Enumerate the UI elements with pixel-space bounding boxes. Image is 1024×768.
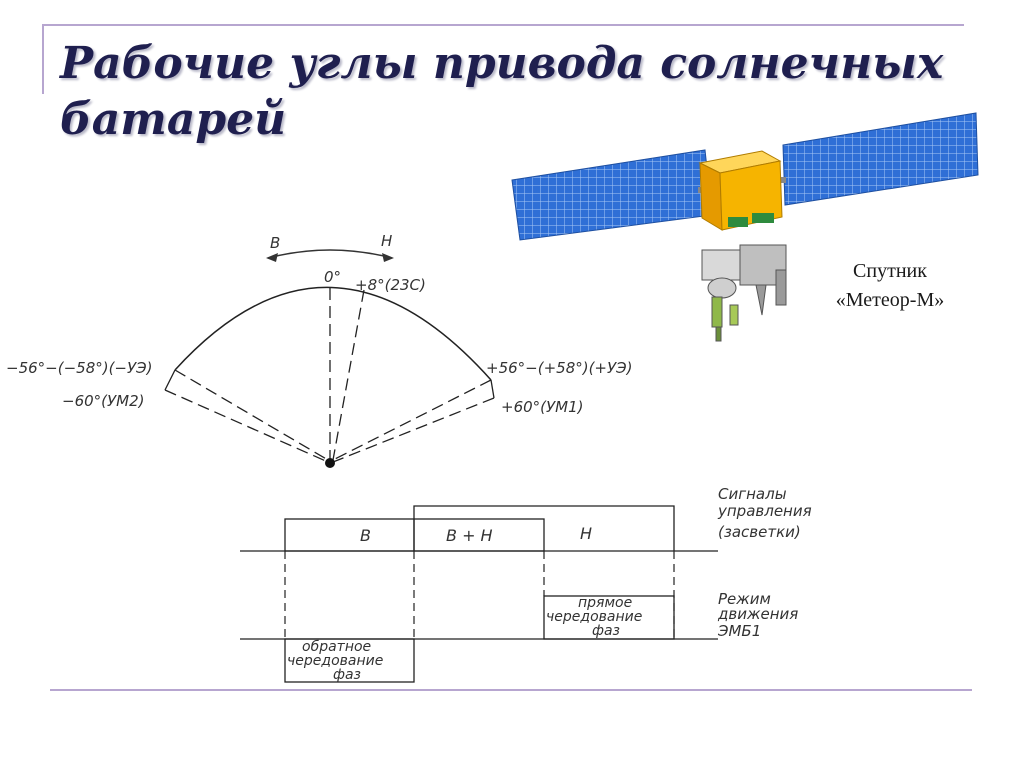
pulse-vn [413, 518, 545, 552]
direct-phase-line1: прямое [578, 595, 632, 611]
satellite-body-side [719, 160, 783, 231]
label-plus60: +60°(УМ1) [501, 398, 584, 416]
mode-label-line3: ЭМБ1 [717, 622, 761, 640]
label-minus60: −60°(УМ2) [62, 392, 145, 410]
label-minus56: −56°−(−58°)(−УЭ) [6, 359, 152, 377]
reverse-phase-line3: фаз [333, 667, 361, 683]
rotation-arrow [267, 249, 393, 259]
pivot-point [325, 458, 335, 468]
line-plus60 [332, 397, 495, 463]
line-plus8 [332, 289, 365, 461]
reverse-phase-line2: чередование [287, 653, 383, 669]
line-minus60 [164, 389, 329, 463]
satellite-caption: Спутник «Метеор-М» [808, 257, 972, 315]
pulse-n [413, 505, 675, 551]
label-dir-right: Н [381, 232, 392, 250]
satellite-illustration [511, 112, 979, 342]
satellite-body-front [699, 162, 723, 231]
title-rule-top [42, 24, 964, 26]
mode-label-line1: Режим [718, 590, 771, 608]
instrument-module [701, 244, 787, 342]
reverse-phase-box [284, 638, 415, 683]
title-rule-left [42, 24, 44, 94]
label-plus8: +8°(23С) [355, 276, 426, 294]
sector-arc [174, 286, 492, 381]
right-solar-panel [782, 112, 979, 206]
angle-diagram: В Н 0° +8°(23С) −56°−(−58°)(−УЭ) −60°(УМ… [6, 232, 632, 468]
label-plus56: +56°−(+58°)(+УЭ) [486, 359, 632, 377]
bottom-rule [50, 689, 972, 691]
label-zero: 0° [324, 268, 341, 286]
line-minus56 [174, 369, 329, 461]
signals-label-line3: (засветки) [718, 523, 801, 541]
mode-label-line2: движения [717, 605, 798, 623]
satellite-caption-line2: «Метеор-М» [835, 289, 945, 311]
satellite-caption-line1: Спутник [853, 260, 927, 282]
signals-label-line2: управления [717, 502, 812, 520]
direct-phase-line2: чередование [546, 609, 642, 625]
reverse-phase-line1: обратное [302, 639, 371, 655]
label-pulse-n: Н [580, 524, 592, 543]
label-dir-left: В [270, 234, 280, 252]
timing-diagram: В В + Н Н прямое чередование фаз обратно… [240, 485, 812, 683]
label-pulse-vn: В + Н [446, 526, 493, 545]
direct-phase-line3: фаз [592, 623, 620, 639]
pulse-v [284, 518, 415, 552]
line-plus56 [332, 379, 492, 461]
label-pulse-v: В [360, 526, 371, 545]
slide-title: Рабочие углы привода солнечных батарей [60, 38, 944, 145]
signals-label-line1: Сигналы [718, 485, 787, 503]
direct-phase-box [543, 595, 675, 640]
